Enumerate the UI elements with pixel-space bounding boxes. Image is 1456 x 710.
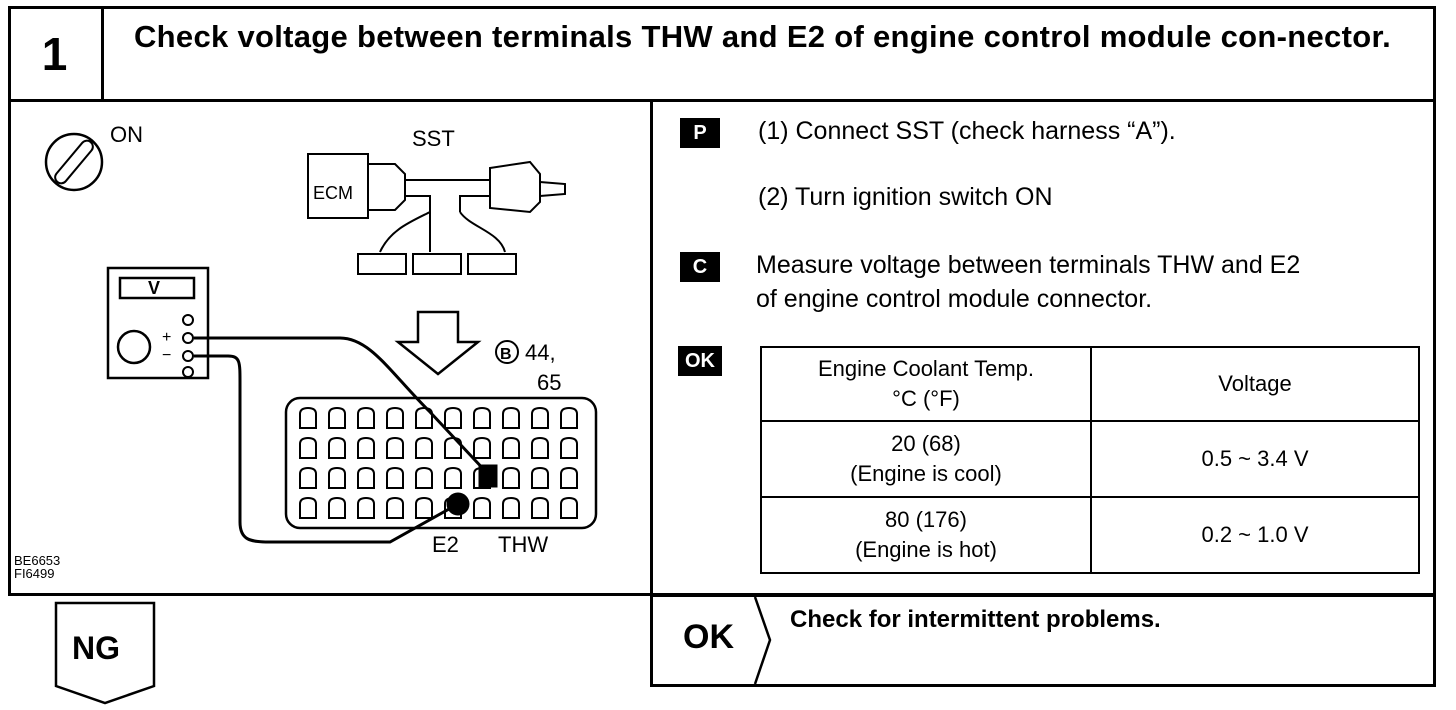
connector-pin xyxy=(328,436,346,459)
connector-pin xyxy=(415,436,433,459)
check-text-1: Measure voltage between terminals THW an… xyxy=(756,251,1301,279)
ng-result-label: NG xyxy=(72,630,120,666)
column-divider xyxy=(650,100,653,596)
header-temp-line1: Engine Coolant Temp. xyxy=(817,356,1035,381)
ok-badge: OK xyxy=(678,346,722,376)
connector-pin xyxy=(328,496,346,519)
connector-pin xyxy=(531,436,549,459)
prep-step-1: (1) Connect SST (check harness “A”). xyxy=(758,117,1176,145)
title-divider xyxy=(8,99,1436,102)
connector-pin xyxy=(502,496,520,519)
ok-result-box xyxy=(650,594,1436,687)
connector-pin xyxy=(444,406,462,429)
connector-ref-icon xyxy=(495,340,519,364)
connector-pin xyxy=(357,436,375,459)
prep-badge: P xyxy=(680,118,720,148)
connector-pin xyxy=(299,406,317,429)
table-cell-voltage: 0.5 ~ 3.4 V xyxy=(1090,420,1420,498)
connector-pin xyxy=(357,466,375,489)
step-title: Check voltage between terminals THW and … xyxy=(134,19,1392,54)
connector-pin xyxy=(386,496,404,519)
thw-label: THW xyxy=(498,532,548,557)
figure-code-2: FI6499 xyxy=(14,566,54,581)
connector-pin xyxy=(357,406,375,429)
check-text-2: of engine control module connector. xyxy=(756,285,1153,313)
ecm-label: ECM xyxy=(313,183,353,203)
connector-pin xyxy=(473,496,491,519)
table-header-temp: Engine Coolant Temp. °C (°F) xyxy=(760,346,1092,422)
connector-pin xyxy=(328,466,346,489)
step-number: 1 xyxy=(8,6,104,101)
row-note: (Engine is cool) xyxy=(850,461,1002,486)
down-arrow-icon xyxy=(394,310,482,376)
connector-pins-1: 44, xyxy=(525,340,556,365)
e2-label: E2 xyxy=(432,532,459,557)
connector-pin xyxy=(299,466,317,489)
ignition-on-label: ON xyxy=(110,122,143,147)
connector-pin xyxy=(560,466,578,489)
wiring-diagram: ON SST ECM V + − B 44, 65 E2 THW BE6653 … xyxy=(14,122,598,581)
connector-pin xyxy=(531,466,549,489)
ok-result-label: OK xyxy=(683,618,734,656)
sst-label: SST xyxy=(412,126,455,151)
connector-pin xyxy=(299,436,317,459)
ng-arrow-icon xyxy=(54,601,156,705)
connector-pin xyxy=(386,406,404,429)
connector-pin xyxy=(415,466,433,489)
meter-label: V xyxy=(148,278,160,298)
ignition-key-icon xyxy=(44,132,104,192)
ecm-connector-icon xyxy=(284,396,598,530)
connector-ref: B xyxy=(500,346,512,363)
table-cell-temp: 80 (176) (Engine is hot) xyxy=(760,496,1092,574)
voltmeter-icon xyxy=(106,266,210,380)
row-temp: 20 (68) xyxy=(891,431,961,456)
connector-pin xyxy=(473,436,491,459)
connector-pin xyxy=(328,406,346,429)
table-cell-temp: 20 (68) (Engine is cool) xyxy=(760,420,1092,498)
minus-sign: − xyxy=(162,347,171,364)
plus-sign: + xyxy=(162,329,171,346)
connector-pin xyxy=(299,496,317,519)
figure-code-1: BE6653 xyxy=(14,553,60,568)
connector-pin xyxy=(502,406,520,429)
connector-pin xyxy=(531,406,549,429)
connector-pins-2: 65 xyxy=(537,370,561,395)
ok-chevron-icon xyxy=(753,596,772,685)
table-row: 20 (68) (Engine is cool) 0.5 ~ 3.4 V xyxy=(760,420,1420,498)
probe-leads xyxy=(194,336,498,544)
connector-pin xyxy=(502,436,520,459)
header-temp-line2: °C (°F) xyxy=(892,386,960,411)
connector-pin xyxy=(386,436,404,459)
connector-pin xyxy=(560,496,578,519)
connector-pin xyxy=(357,496,375,519)
table-header-voltage: Voltage xyxy=(1090,346,1420,422)
table-row: 80 (176) (Engine is hot) 0.2 ~ 1.0 V xyxy=(760,496,1420,574)
check-badge: C xyxy=(680,252,720,282)
prep-step-2: (2) Turn ignition switch ON xyxy=(758,183,1053,211)
connector-pin xyxy=(386,466,404,489)
connector-pin xyxy=(415,496,433,519)
sst-harness-icon xyxy=(307,153,566,275)
spec-table: Engine Coolant Temp. °C (°F) Voltage 20 … xyxy=(760,346,1420,574)
connector-pin xyxy=(502,466,520,489)
connector-pin xyxy=(531,496,549,519)
connector-pin xyxy=(560,436,578,459)
row-temp: 80 (176) xyxy=(885,507,967,532)
connector-pin xyxy=(444,466,462,489)
row-note: (Engine is hot) xyxy=(855,537,997,562)
ok-result-text: Check for intermittent problems. xyxy=(790,606,1161,633)
table-cell-voltage: 0.2 ~ 1.0 V xyxy=(1090,496,1420,574)
connector-pin xyxy=(560,406,578,429)
connector-pin xyxy=(473,406,491,429)
